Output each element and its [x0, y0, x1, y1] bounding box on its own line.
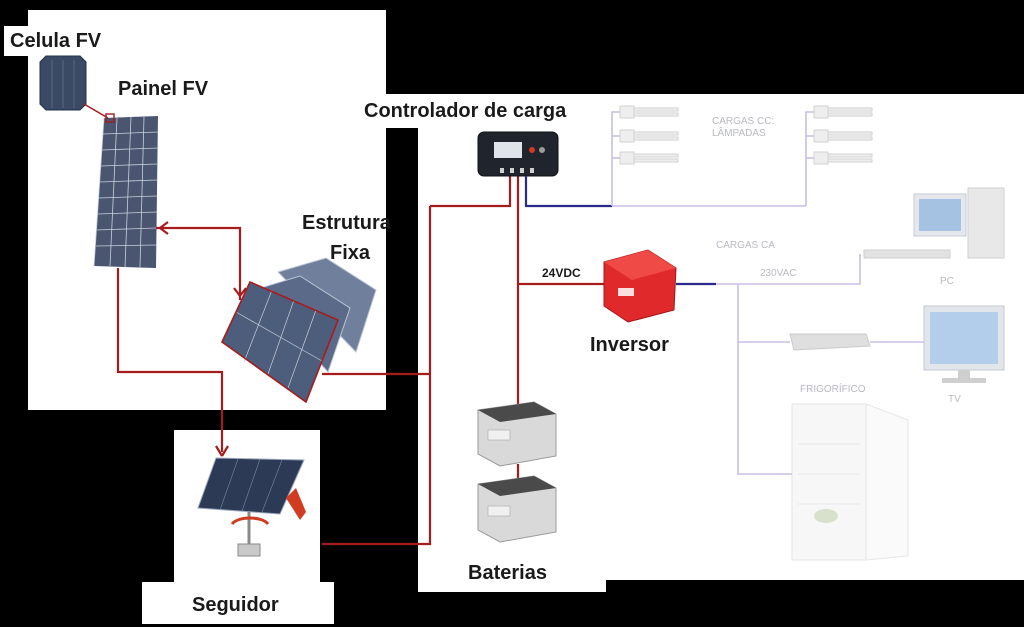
dc-wiring: [116, 176, 604, 546]
tv-label: TV: [948, 394, 961, 405]
pv-cell-icon: [39, 55, 87, 111]
cell-pointer-line: [83, 103, 109, 119]
dc-load-wire: [524, 176, 612, 208]
dc-loads-wiring: [611, 111, 814, 207]
fridge-icon: [791, 403, 909, 561]
fixed-structure-icon: [220, 257, 377, 404]
pc-label: PC: [940, 276, 954, 287]
tracker-label-box: [142, 582, 334, 624]
dvd-player-icon: [789, 333, 871, 351]
lamp-icon: [619, 105, 873, 165]
fridge-label: FRIGORÍFICO: [800, 384, 866, 395]
battery-icon: [477, 401, 557, 467]
voltage-ac-label: 230VAC: [760, 268, 797, 279]
arrow-down-icon: [215, 445, 229, 457]
inverter-label: Inversor: [590, 334, 669, 356]
arrow-down-icon: [233, 287, 247, 297]
ac-loads-label: CARGAS CA: [716, 240, 775, 251]
controller-label: Controlador de carga: [364, 100, 567, 122]
arrow-left-icon: [159, 221, 169, 235]
structure-label-box: [296, 204, 386, 268]
batteries-label-box: [418, 550, 606, 592]
charge-controller-icon: [477, 131, 559, 177]
solar-tracker-icon: [197, 457, 306, 557]
panel-label: Painel FV: [118, 78, 209, 100]
structure-label-line2: Fixa: [330, 242, 371, 264]
tv-icon: [923, 305, 1005, 383]
dc-loads-label-line2: LÂMPADAS: [712, 128, 766, 139]
tracker-label: Seguidor: [192, 594, 279, 616]
batteries-label: Baterias: [468, 562, 547, 584]
cell-label-box: [4, 26, 130, 56]
pv-panel-icon: [93, 113, 159, 268]
structure-label-line1: Estrutura: [302, 212, 391, 234]
inverter-icon: [603, 249, 677, 323]
voltage-dc-label: 24VDC: [542, 266, 581, 280]
dc-loads-label-line1: CARGAS CC:: [712, 116, 775, 127]
controller-label-box: [356, 94, 596, 128]
battery-icon: [477, 475, 557, 543]
ac-loads-wiring: [716, 254, 924, 475]
pc-icon: [863, 187, 1005, 259]
cell-label: Celula FV: [10, 30, 102, 52]
